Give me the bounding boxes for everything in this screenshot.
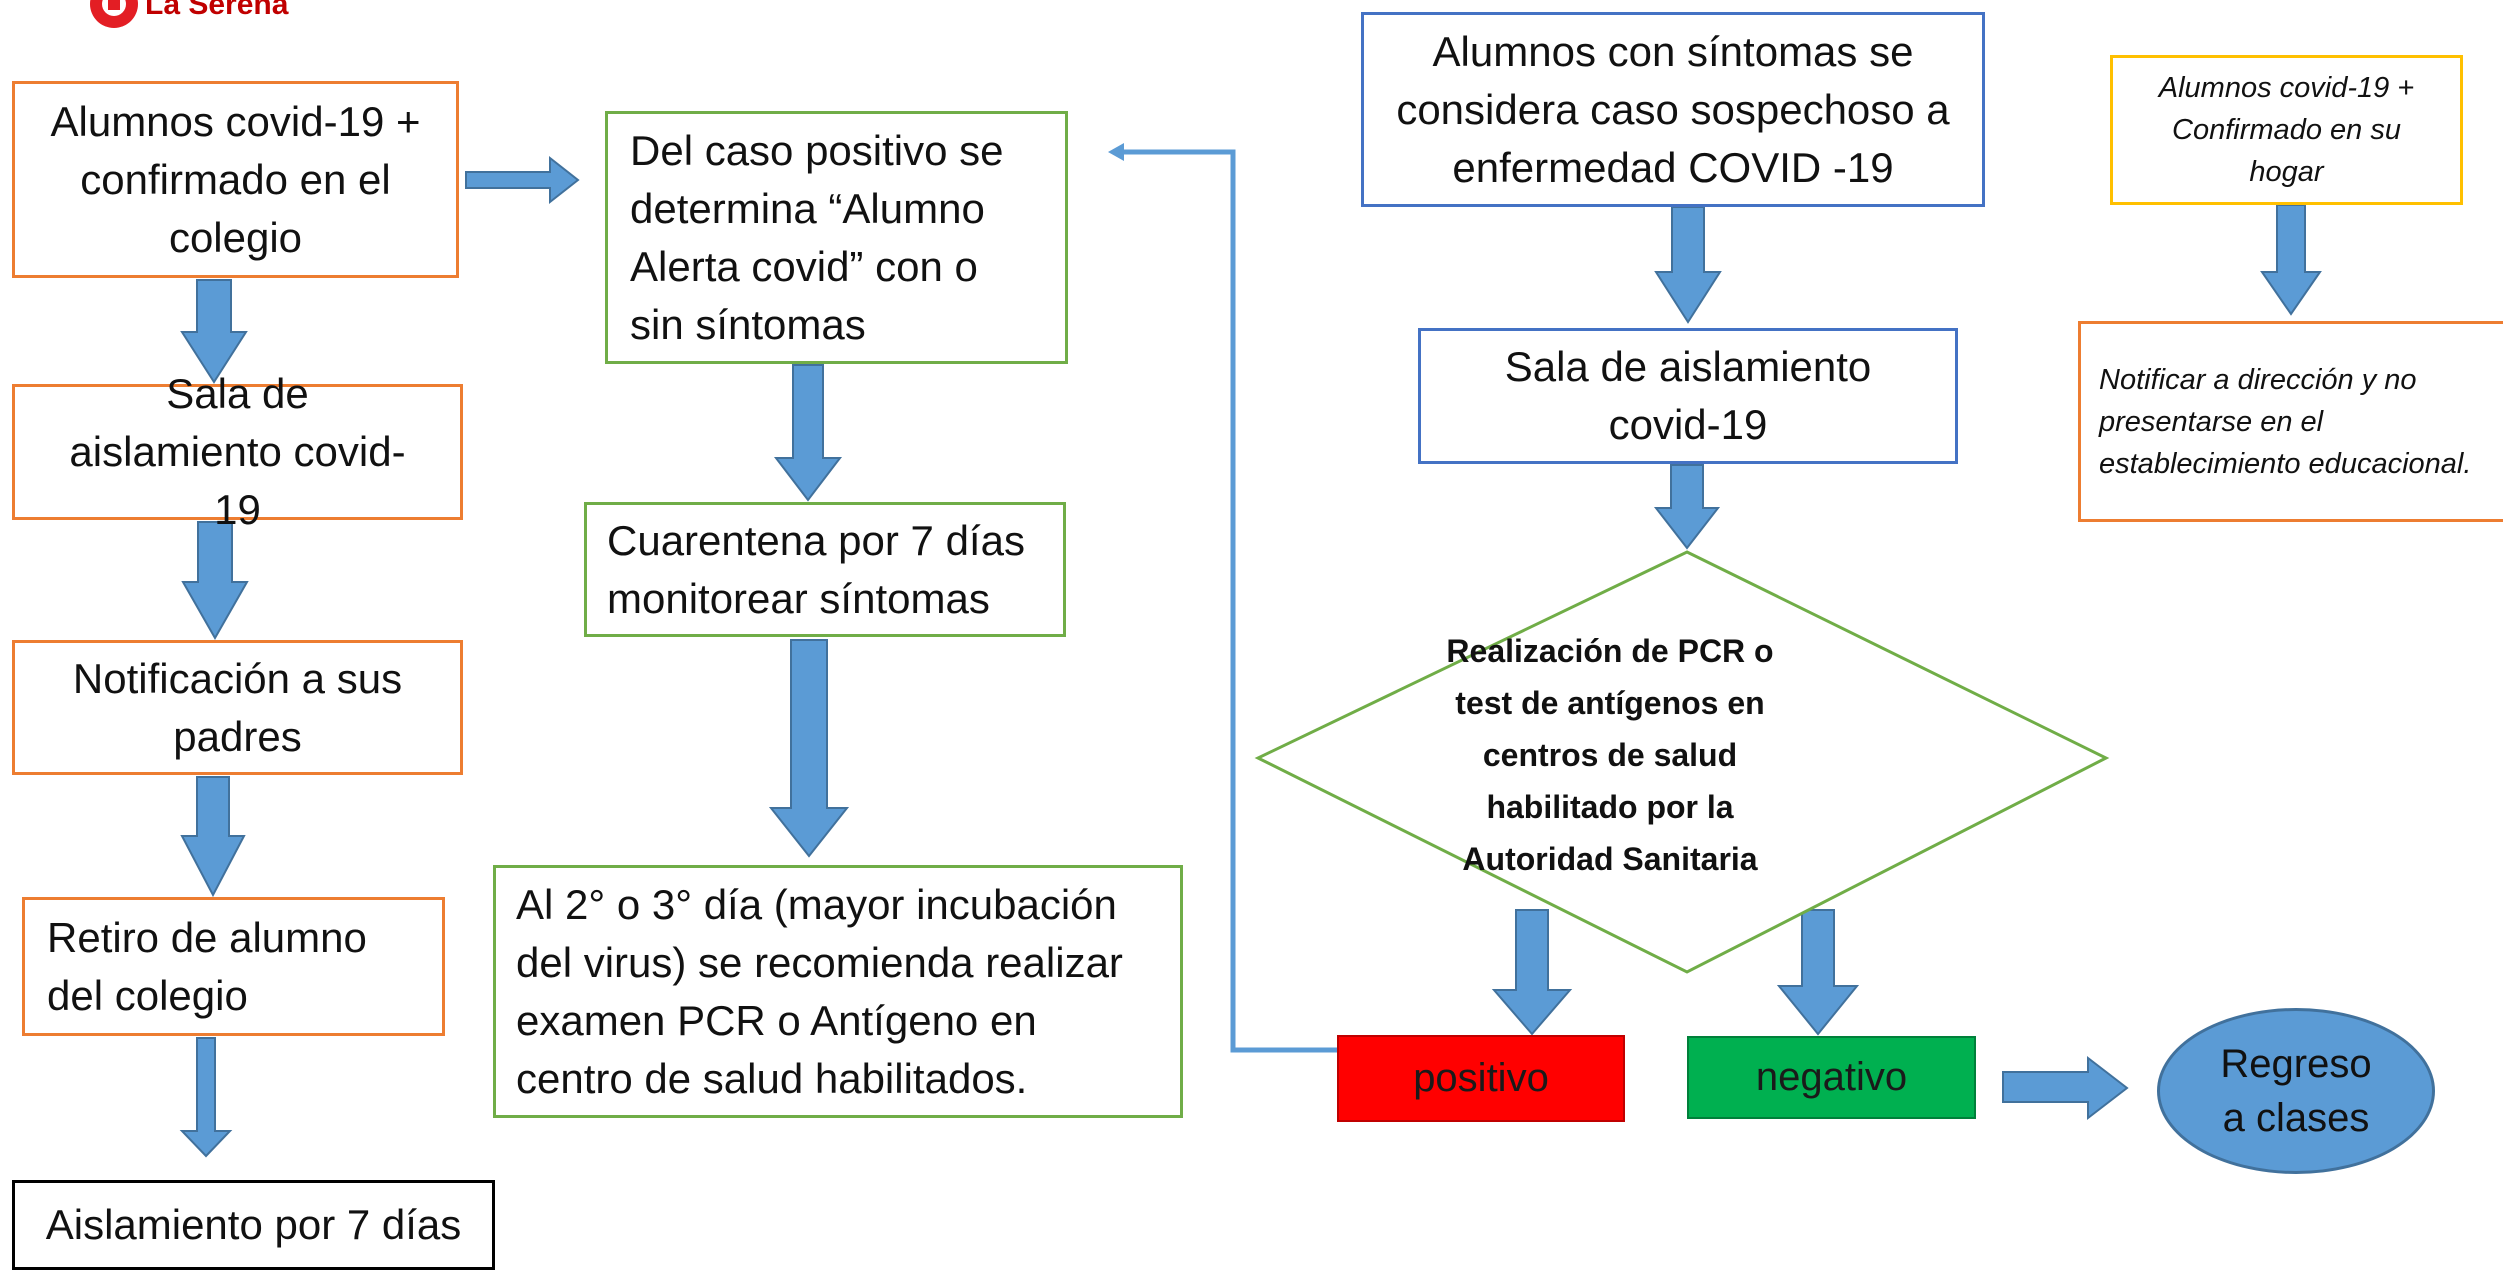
logo-icon xyxy=(90,0,138,28)
arrow-left-1 xyxy=(180,279,248,384)
left-isolation-box: Sala de aislamiento covid-19 xyxy=(12,370,463,533)
positive-text: positivo xyxy=(1413,1056,1549,1100)
left-notify-text: Notificación a sus padres xyxy=(72,654,403,760)
logo-text: La Serena xyxy=(145,0,289,21)
left-isolation-days-box: Aislamiento por 7 días xyxy=(12,1180,495,1270)
left-start-text: Alumnos covid-19 + confirmado en el cole… xyxy=(50,97,421,261)
middle-alert-text: Del caso positivo se determina “Alumno A… xyxy=(630,126,1004,348)
arrow-symptoms-2 xyxy=(1653,464,1721,550)
middle-quarantine-box: Cuarentena por 7 días monitorear síntoma… xyxy=(584,502,1066,637)
left-start-box: Alumnos covid-19 + confirmado en el cole… xyxy=(12,81,459,278)
home-start-box: Alumnos covid-19 + Confirmado en su hoga… xyxy=(2110,55,2463,205)
left-isolation-days-text: Aislamiento por 7 días xyxy=(45,1201,462,1248)
arrow-left-2 xyxy=(181,521,249,641)
symptoms-isolation-box: Sala de aislamiento covid-19 xyxy=(1418,328,1958,464)
left-isolation-text: Sala de aislamiento covid-19 xyxy=(69,370,406,533)
arrow-left-3 xyxy=(180,776,246,898)
negative-box: negativo xyxy=(1687,1036,1976,1119)
middle-exam-text: Al 2° o 3° día (mayor incubación del vir… xyxy=(516,880,1123,1102)
arrow-home-1 xyxy=(2260,204,2322,316)
arrow-decision-negative xyxy=(1776,909,1860,1036)
symptoms-start-box: Alumnos con síntomas se considera caso s… xyxy=(1361,12,1985,207)
home-start-text: Alumnos covid-19 + Confirmado en su hoga… xyxy=(2158,72,2415,188)
middle-exam-box: Al 2° o 3° día (mayor incubación del vir… xyxy=(493,865,1183,1118)
left-withdraw-text: Retiro de alumno del colegio xyxy=(47,913,367,1019)
arrow-decision-positive xyxy=(1491,909,1573,1036)
feedback-connector xyxy=(1120,149,1337,1053)
middle-quarantine-text: Cuarentena por 7 días monitorear síntoma… xyxy=(607,516,1025,622)
arrow-left-4 xyxy=(179,1037,233,1158)
left-withdraw-box: Retiro de alumno del colegio xyxy=(22,897,445,1036)
left-notify-box: Notificación a sus padres xyxy=(12,640,463,775)
decision-text: Realización de PCR o test de antígenos e… xyxy=(1446,633,1774,877)
return-to-class-ellipse: Regreso a clases xyxy=(2157,1008,2435,1174)
return-to-class-text: Regreso a clases xyxy=(2220,1042,2372,1140)
positive-box: positivo xyxy=(1337,1035,1625,1122)
arrow-left-to-middle xyxy=(465,155,580,205)
home-notify-text: Notificar a dirección y no presentarse e… xyxy=(2099,363,2472,480)
arrow-middle-2 xyxy=(768,639,850,858)
feedback-arrowhead xyxy=(1108,143,1124,161)
decision-diamond xyxy=(1254,550,2110,974)
arrow-negative-to-return xyxy=(2002,1055,2129,1121)
middle-alert-box: Del caso positivo se determina “Alumno A… xyxy=(605,111,1068,364)
home-notify-box: Notificar a dirección y no presentarse e… xyxy=(2078,321,2503,522)
arrow-symptoms-1 xyxy=(1654,206,1722,324)
symptoms-start-text: Alumnos con síntomas se considera caso s… xyxy=(1396,27,1950,191)
symptoms-isolation-text: Sala de aislamiento covid-19 xyxy=(1504,343,1872,448)
negative-text: negativo xyxy=(1755,1055,1908,1099)
arrow-middle-1 xyxy=(773,364,843,502)
